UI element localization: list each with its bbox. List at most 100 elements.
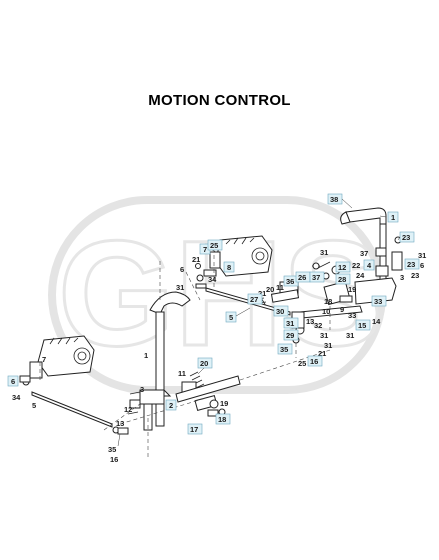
page-title: MOTION CONTROL [148,92,291,109]
left-pump [19,335,95,386]
callout-30: 30 [273,305,289,317]
callout-28: 28 [335,273,351,285]
callout-9: 9 [340,305,344,314]
callout-35-b: 35 [108,445,116,454]
callout-11-b: 11 [178,369,186,378]
callout-12-b: 12 [124,405,132,414]
callout-3-b: 3 [140,385,144,394]
callout-31-d: 31 [283,317,299,329]
left-control-handle [127,260,191,460]
svg-text:29: 29 [286,331,294,340]
callout-2: 2 [165,399,177,411]
callout-6-c: 6 [7,375,19,387]
svg-text:6: 6 [11,377,15,386]
callout-37-b: 37 [309,271,325,283]
callout-31-f: 31 [346,331,354,340]
callout-19-b: 19 [220,399,228,408]
callout-21-c: 21 [318,349,326,358]
callout-25-a: 25 [207,239,223,251]
svg-text:23: 23 [407,260,415,269]
callout-38: 38 [327,193,343,205]
callout-14: 14 [372,317,381,326]
callout-23-c: 23 [411,271,419,280]
callout-13-a: 13 [306,317,314,326]
callout-19-a: 19 [348,285,356,294]
callout-31-e: 31 [320,331,328,340]
callout-20-b: 20 [197,357,213,369]
callout-15: 15 [355,319,371,331]
svg-text:23: 23 [402,233,410,242]
callout-27: 27 [247,293,263,305]
svg-text:28: 28 [338,275,346,284]
callout-37: 37 [360,249,368,258]
svg-text:2: 2 [169,401,173,410]
callout-18-a: 18 [324,297,332,306]
right-linkage [249,261,363,344]
callout-6-a: 6 [180,265,184,274]
callout-31-b: 31 [320,248,328,257]
callout-16-b: 16 [110,455,118,464]
middle-assembly-lines [119,271,331,425]
svg-text:7: 7 [203,245,207,254]
callout-24: 24 [356,271,365,280]
callout-1-mid: 1 [144,351,148,360]
svg-text:36: 36 [286,277,294,286]
callout-21-a: 21 [192,255,200,264]
svg-text:18: 18 [218,415,226,424]
callout-31-a: 31 [418,251,426,260]
svg-text:5: 5 [229,313,233,322]
svg-text:16: 16 [310,357,318,366]
svg-text:17: 17 [190,425,198,434]
callout-13-b: 13 [116,419,124,428]
svg-text:15: 15 [358,321,366,330]
callout-21-b: 21 [258,289,266,298]
svg-text:1: 1 [391,213,395,222]
callout-25-b: 25 [298,359,306,368]
svg-text:27: 27 [250,295,258,304]
callout-35-a: 35 [277,343,293,355]
callout-34-a: 34 [208,275,217,284]
svg-text:35: 35 [280,345,288,354]
callout-17: 17 [187,423,203,435]
svg-text:20: 20 [200,359,208,368]
svg-text:4: 4 [367,261,372,270]
callout-26: 26 [295,271,311,283]
callout-29: 29 [283,329,299,341]
callout-4: 4 [363,259,375,271]
callout-5-b: 5 [32,401,36,410]
svg-text:26: 26 [298,273,306,282]
callout-20-a: 20 [266,285,274,294]
callout-33-b: 33 [348,311,356,320]
svg-text:33: 33 [374,297,382,306]
svg-text:38: 38 [330,195,338,204]
middle-linkage [175,371,241,417]
callout-5-a: 5 [225,311,237,323]
left-control-rod [31,391,113,428]
svg-text:37: 37 [312,273,320,282]
callout-23-b: 23 [404,258,420,270]
callout-12-a: 12 [335,261,351,273]
callout-33-a: 33 [371,295,387,307]
left-assembly-lines [39,360,141,431]
callout-10: 10 [322,307,330,316]
callout-32: 32 [314,321,322,330]
svg-text:8: 8 [227,263,231,272]
svg-text:31: 31 [286,319,294,328]
svg-text:30: 30 [276,307,284,316]
callout-34-b: 34 [12,393,21,402]
callout-22: 22 [352,261,360,270]
callout-23-a: 23 [399,231,415,243]
callout-31-c: 31 [176,283,184,292]
callout-7-b: 7 [42,355,46,364]
callout-3-a: 3 [400,273,404,282]
callout-6-b: 6 [420,261,424,270]
svg-text:25: 25 [210,241,218,250]
callout-31-g: 31 [324,341,332,350]
callout-11-a: 11 [276,283,284,292]
callout-8: 8 [223,261,235,273]
callout-1-top: 1 [387,211,399,223]
callout-16-a: 16 [307,355,323,367]
svg-text:12: 12 [338,263,346,272]
